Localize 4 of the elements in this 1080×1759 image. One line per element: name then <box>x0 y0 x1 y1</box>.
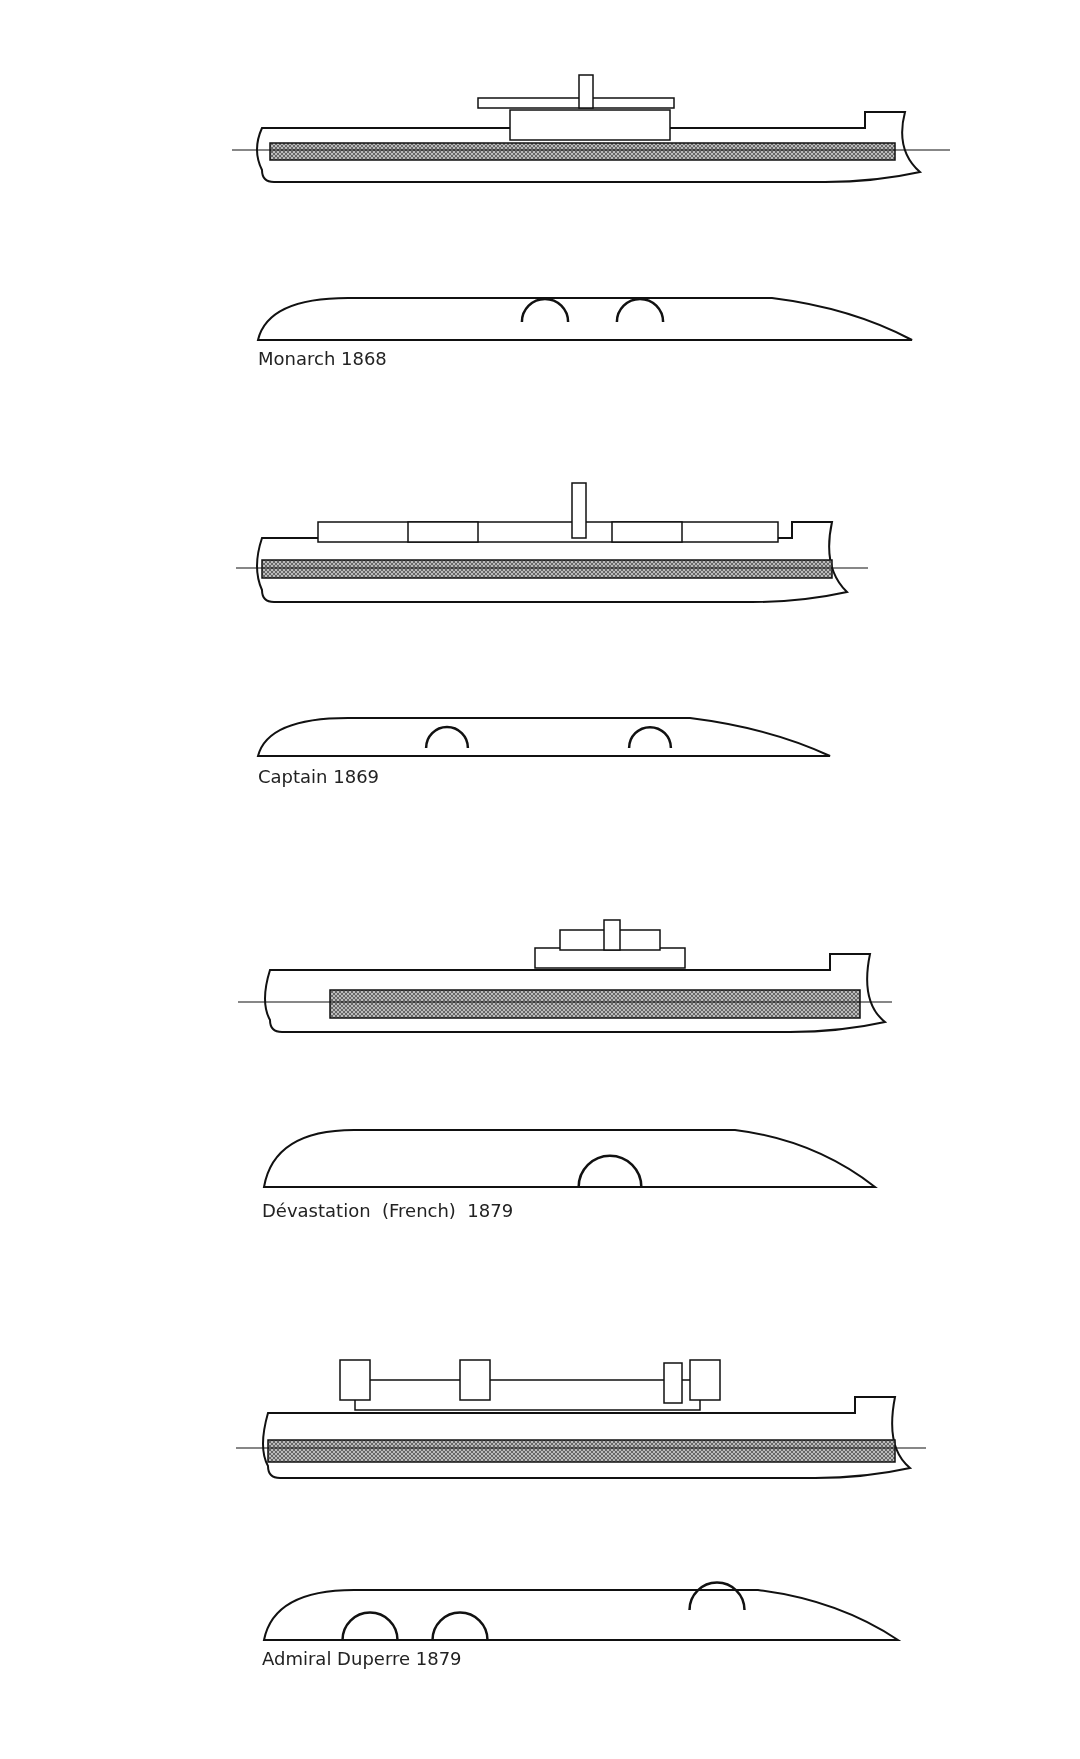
ship-name-caption: Dévastation (French) 1879 <box>262 1200 514 1221</box>
ship-name-caption: Captain 1869 <box>258 766 380 787</box>
ship-name-caption: Monarch 1868 <box>258 348 387 369</box>
ship-name-caption: Admiral Duperre 1879 <box>262 1648 462 1669</box>
